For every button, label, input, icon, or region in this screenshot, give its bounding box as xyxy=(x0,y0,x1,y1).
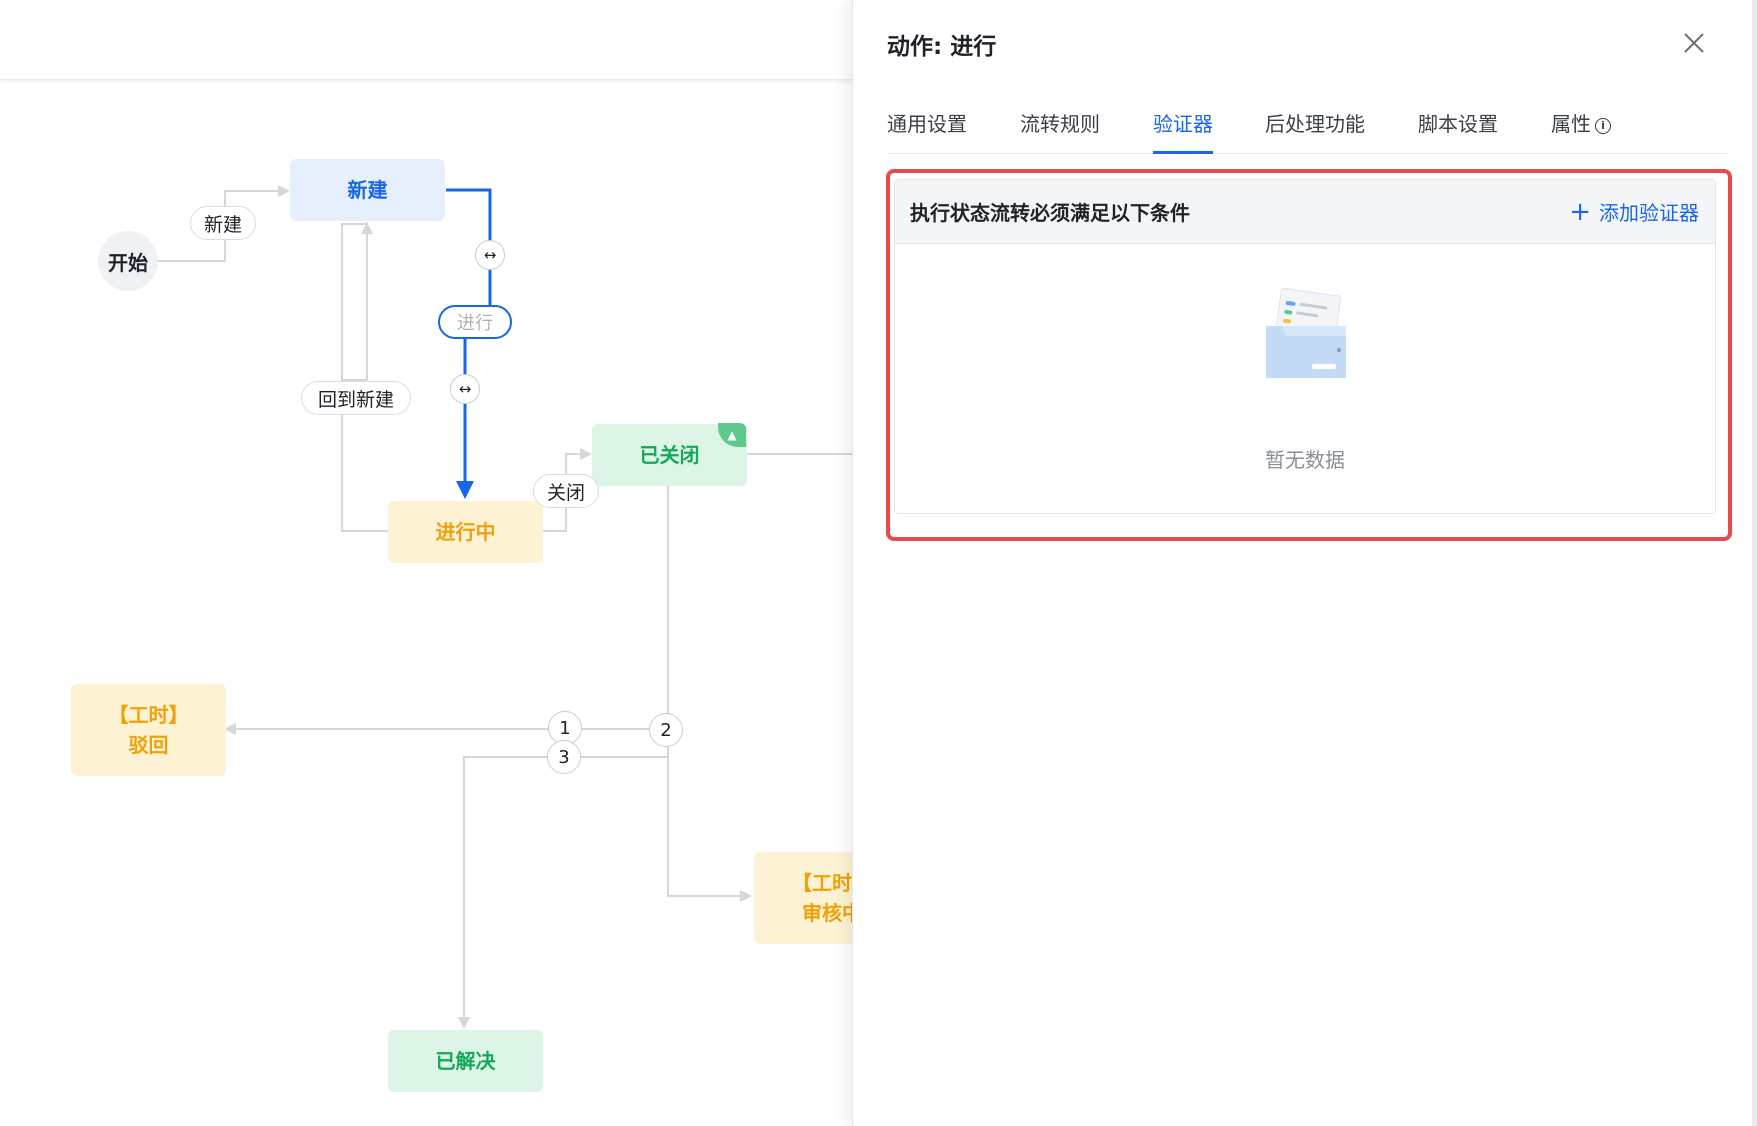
state-node-worklog-review[interactable]: 【工时】 审核中 xyxy=(754,852,852,944)
info-icon: i xyxy=(1595,118,1611,134)
drawer-scrollbar[interactable] xyxy=(1752,0,1757,1126)
tab-script-settings[interactable]: 脚本设置 xyxy=(1418,112,1498,136)
state-node-in-progress[interactable]: 进行中 xyxy=(388,501,543,563)
canvas-toolbar xyxy=(0,0,852,80)
add-validator-label: 添加验证器 xyxy=(1599,201,1699,225)
branch-badge[interactable]: 1 xyxy=(548,711,582,745)
transition-label-close[interactable]: 关闭 xyxy=(533,474,599,508)
empty-state-text: 暂无数据 xyxy=(1265,448,1345,472)
branch-badge[interactable]: 3 xyxy=(547,740,581,774)
add-validator-button[interactable]: + 添加验证器 xyxy=(1569,197,1699,226)
flow-connectors xyxy=(158,185,852,1029)
highlight-annotation xyxy=(886,169,1732,541)
edge-resolve xyxy=(458,756,668,1029)
transition-label-progress-selected[interactable]: 进行 xyxy=(438,305,512,339)
transition-label-back-to-new[interactable]: 回到新建 xyxy=(301,381,411,415)
edge-back-to-new xyxy=(341,222,388,532)
empty-state: 暂无数据 xyxy=(895,244,1715,514)
state-node-new[interactable]: 新建 xyxy=(290,159,445,221)
branch-badge[interactable]: 2 xyxy=(649,713,683,747)
state-node-resolved[interactable]: 已解决 xyxy=(388,1030,543,1092)
transition-label-new[interactable]: 新建 xyxy=(190,206,256,240)
drag-handle-icon[interactable]: ↔ xyxy=(475,240,505,270)
plus-icon: + xyxy=(1569,196,1591,227)
tab-post-functions[interactable]: 后处理功能 xyxy=(1265,112,1365,136)
transition-label-progress: 进行 xyxy=(457,313,493,334)
tab-transition-rules[interactable]: 流转规则 xyxy=(1020,112,1100,136)
tab-general-settings[interactable]: 通用设置 xyxy=(887,112,967,136)
validators-card: 执行状态流转必须满足以下条件 + 添加验证器 暂无数据 xyxy=(894,179,1716,514)
tab-properties-label: 属性 xyxy=(1551,112,1591,136)
start-node[interactable]: 开始 xyxy=(98,231,158,291)
workflow-canvas[interactable]: 开始 新建 进行中 已关闭 ▲ 【工时】 驳回 【工时】 审核中 已解决 新建 … xyxy=(0,0,852,1126)
drag-handle-icon[interactable]: ↔ xyxy=(450,374,480,404)
empty-box-icon xyxy=(1266,287,1346,378)
drawer-title: 动作: 进行 xyxy=(887,34,997,60)
validators-card-header: 执行状态流转必须满足以下条件 + 添加验证器 xyxy=(895,180,1715,244)
state-node-worklog-reject[interactable]: 【工时】 驳回 xyxy=(71,684,226,776)
validators-section-title: 执行状态流转必须满足以下条件 xyxy=(910,201,1190,225)
close-icon[interactable] xyxy=(1679,28,1709,58)
user-icon: ▲ xyxy=(718,423,746,447)
tab-validators[interactable]: 验证器 xyxy=(1153,108,1213,154)
